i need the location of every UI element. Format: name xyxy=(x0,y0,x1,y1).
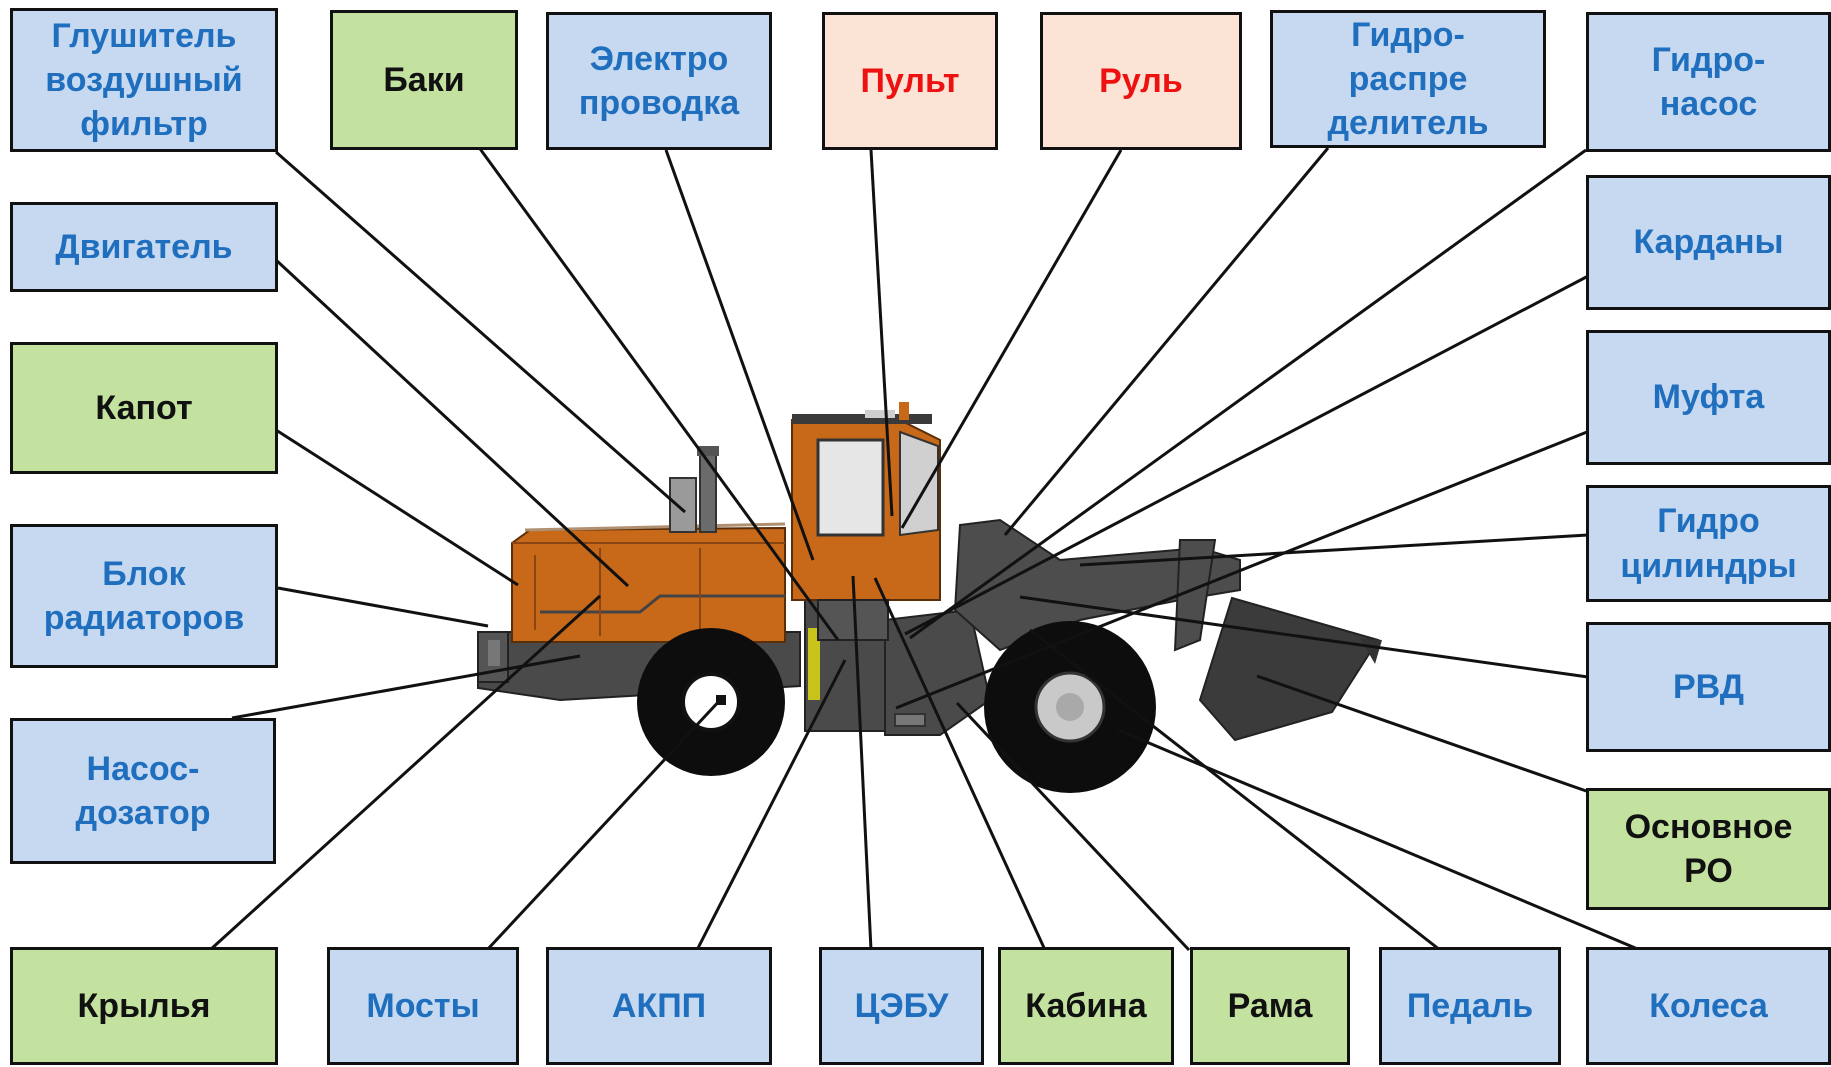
leader-line-rvd xyxy=(1019,595,1589,679)
label-muffler-air-filter: Глушитель воздушный фильтр xyxy=(10,8,278,152)
label-wheels: Колеса xyxy=(1586,947,1831,1065)
label-cabin: Кабина xyxy=(998,947,1174,1065)
leader-line-tanks xyxy=(476,145,840,641)
leader-line-radiator-block xyxy=(277,586,489,628)
leader-line-hydro-cylinders xyxy=(1079,533,1589,567)
leader-line-steering xyxy=(900,149,1123,529)
label-pedal: Педаль xyxy=(1379,947,1561,1065)
label-hydro-distributor: Гидро- распре делитель xyxy=(1270,10,1546,148)
label-tanks: Баки xyxy=(330,10,518,150)
label-console: Пульт xyxy=(822,12,998,150)
leader-line-pedal xyxy=(1029,628,1441,952)
label-ecu: ЦЭБУ xyxy=(819,947,984,1065)
leader-line-engine xyxy=(274,258,630,588)
label-akpp: АКПП xyxy=(546,947,772,1065)
bucket xyxy=(1198,596,1380,742)
leader-line-cardans xyxy=(904,272,1593,636)
leader-line-axles xyxy=(485,696,724,952)
label-axles: Мосты xyxy=(327,947,519,1065)
leader-line-clutch xyxy=(895,428,1593,710)
leader-line-muffler-filter xyxy=(275,150,686,514)
leader-line-frame xyxy=(955,701,1191,952)
label-fenders: Крылья xyxy=(10,947,278,1065)
label-steering: Руль xyxy=(1040,12,1242,150)
label-wiring: Электро проводка xyxy=(546,12,772,150)
air-filter xyxy=(669,477,697,533)
leader-line-hydro-distributor xyxy=(1003,147,1330,536)
label-radiator-block: Блок радиаторов xyxy=(10,524,278,668)
leader-line-main-wo xyxy=(1256,674,1593,795)
leader-line-wiring xyxy=(664,149,815,561)
label-cardans: Карданы xyxy=(1586,175,1831,310)
wheel-loader-illustration xyxy=(477,402,1382,793)
leader-line-hood xyxy=(275,428,519,587)
leader-line-wheels xyxy=(1117,728,1641,952)
label-dosing-pump: Насос- дозатор xyxy=(10,718,276,864)
label-main-wo: Основное РО xyxy=(1586,788,1831,910)
leader-line-ecu xyxy=(851,575,873,951)
label-engine: Двигатель xyxy=(10,202,278,292)
rear-wheel-rim xyxy=(681,672,741,732)
leader-line-fenders xyxy=(208,594,602,952)
cab-window xyxy=(816,438,885,537)
label-hydro-cylinders: Гидро цилиндры xyxy=(1586,485,1831,602)
label-frame: Рама xyxy=(1190,947,1350,1065)
leader-line-cabin xyxy=(873,577,1047,951)
leader-line-hydro-pump xyxy=(909,148,1587,640)
leader-line-console xyxy=(869,149,894,517)
leader-line-akpp xyxy=(695,659,847,951)
label-clutch: Муфта xyxy=(1586,330,1831,465)
engine-hood-body xyxy=(511,526,786,643)
label-rvd: РВД xyxy=(1586,622,1831,752)
leader-lines xyxy=(208,145,1641,952)
label-hood: Капот xyxy=(10,342,278,474)
label-hydro-pump: Гидро- насос xyxy=(1586,12,1831,152)
